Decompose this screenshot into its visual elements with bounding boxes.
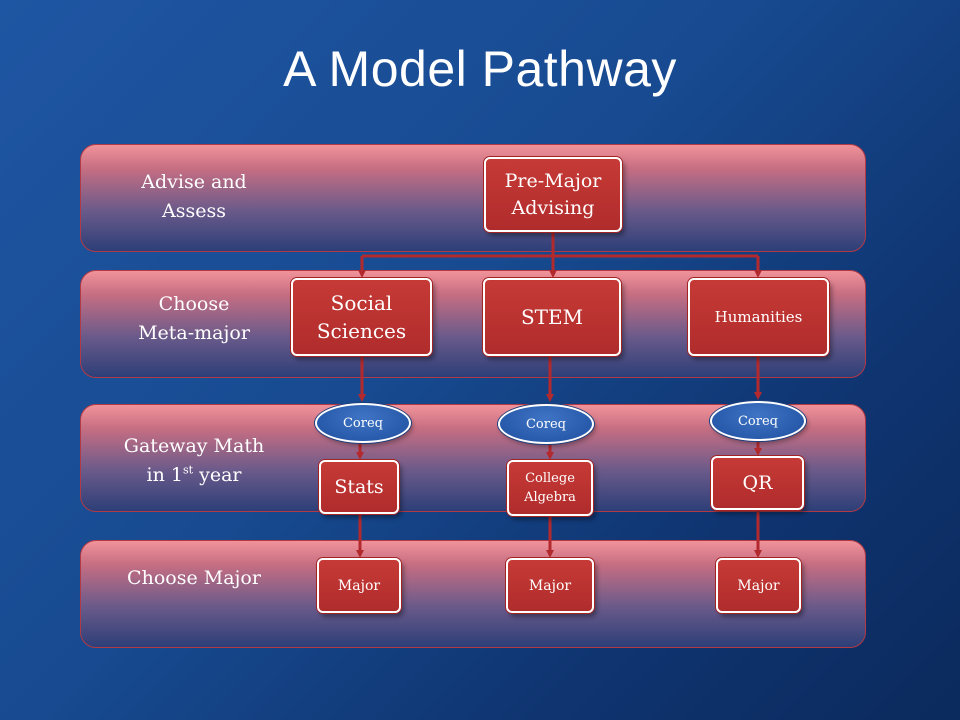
box-label: Stats <box>334 476 384 498</box>
coreq-ellipse-college-algebra: Coreq <box>498 404 594 444</box>
band-label-line: Choose <box>158 293 230 315</box>
humanities-box: Humanities <box>688 278 829 356</box>
coreq-ellipse-stats: Coreq <box>315 403 411 443</box>
box-line: Social <box>330 291 393 315</box>
box-line: Algebra <box>524 490 576 505</box>
coreq-ellipse-qr: Coreq <box>710 401 806 441</box>
band-label-line: Meta-major <box>138 322 250 344</box>
box-label: Major <box>737 577 780 594</box>
coreq-label: Coreq <box>525 416 566 432</box>
major-box-qr: Major <box>716 558 801 613</box>
band-label-text: year <box>193 464 242 486</box>
band-advise-assess <box>80 144 866 252</box>
box-label: Humanities <box>714 308 803 326</box>
social-sciences-box: Social Sciences <box>291 278 432 356</box>
band-label-advise-assess: Advise and Assess <box>84 168 304 226</box>
box-label: STEM <box>520 305 584 329</box>
pre-major-advising-box: Pre-Major Advising <box>484 157 622 232</box>
band-label-choose-meta-major: Choose Meta-major <box>84 290 304 348</box>
band-label-gateway-math: Gateway Math in 1st year <box>84 432 304 490</box>
box-label: Major <box>528 577 572 594</box>
stem-box: STEM <box>483 278 621 356</box>
band-label-line: Advise and <box>141 171 247 193</box>
qr-box: QR <box>711 456 804 510</box>
band-label-line: in 1st year <box>84 461 304 490</box>
band-label-line: Choose Major <box>127 567 261 589</box>
band-label-text: in 1 <box>146 464 183 486</box>
college-algebra-box: College Algebra <box>507 460 593 516</box>
coreq-label: Coreq <box>342 415 383 431</box>
major-box-stats: Major <box>317 558 401 613</box>
page-title: A Model Pathway <box>283 41 677 97</box>
stats-box: Stats <box>319 460 399 514</box>
major-box-college-algebra: Major <box>506 558 594 613</box>
box-line: College <box>525 471 575 486</box>
coreq-label: Coreq <box>737 413 778 429</box>
box-label: QR <box>742 472 773 494</box>
band-label-line: Assess <box>162 200 226 222</box>
band-label-line: Gateway Math <box>123 435 265 457</box>
band-label-superscript: st <box>182 463 194 477</box>
box-line: Sciences <box>316 319 407 343</box>
box-line: Pre-Major <box>504 169 602 192</box>
box-line: Advising <box>511 196 595 219</box>
band-label-choose-major: Choose Major <box>84 564 304 593</box>
box-label: Major <box>337 577 381 594</box>
